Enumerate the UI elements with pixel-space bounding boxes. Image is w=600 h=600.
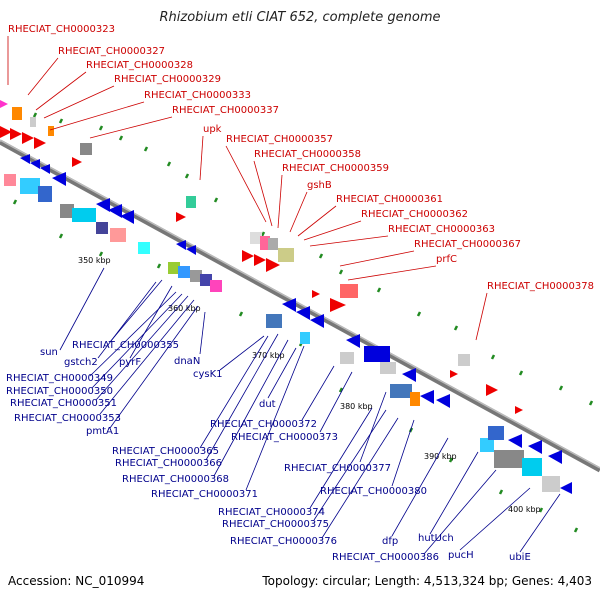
label-rheciat-ch0000358: RHECIAT_CH0000358	[254, 149, 361, 160]
label-sun: sun	[40, 347, 58, 358]
label-hutuch: hutUch	[418, 533, 454, 544]
tick-370: 370 kbp	[252, 351, 285, 360]
forward-genes	[0, 100, 523, 414]
map-title: Rhizobium etli CIAT 652, complete genome	[159, 10, 441, 25]
label-dfp: dfp	[382, 536, 398, 547]
label-dut: dut	[259, 399, 276, 410]
label-rheciat-ch0000350: RHECIAT_CH0000350	[6, 386, 113, 397]
label-rheciat-ch0000327: RHECIAT_CH0000327	[58, 46, 165, 57]
label-rheciat-ch0000368: RHECIAT_CH0000368	[122, 474, 229, 485]
label-rheciat-ch0000355: RHECIAT_CH0000355	[72, 340, 179, 351]
label-rheciat-ch0000378: RHECIAT_CH0000378	[487, 281, 594, 292]
label-rheciat-ch0000328: RHECIAT_CH0000328	[86, 60, 193, 71]
label-rheciat-ch0000367: RHECIAT_CH0000367	[414, 239, 521, 250]
tick-390: 390 kbp	[424, 452, 457, 461]
label-cysk1: cysK1	[193, 369, 223, 380]
label-rheciat-ch0000380: RHECIAT_CH0000380	[320, 486, 427, 497]
label-rheciat-ch0000333: RHECIAT_CH0000333	[144, 90, 251, 101]
label-rheciat-ch0000359: RHECIAT_CH0000359	[282, 163, 389, 174]
label-rheciat-ch0000365: RHECIAT_CH0000365	[112, 446, 219, 457]
label-rheciat-ch0000375: RHECIAT_CH0000375	[222, 519, 329, 530]
tick-400: 400 kbp	[508, 505, 541, 514]
label-upk: upk	[203, 124, 222, 135]
reverse-genes	[4, 154, 572, 494]
label-rheciat-ch0000353: RHECIAT_CH0000353	[14, 413, 121, 424]
scale-ticks: 350 kbp 360 kbp 370 kbp 380 kbp 390 kbp …	[78, 256, 541, 514]
label-dnan: dnaN	[174, 356, 200, 367]
label-rheciat-ch0000323: RHECIAT_CH0000323	[8, 24, 115, 35]
label-rheciat-ch0000371: RHECIAT_CH0000371	[151, 489, 258, 500]
tick-380: 380 kbp	[340, 402, 373, 411]
label-rheciat-ch0000372: RHECIAT_CH0000372	[210, 419, 317, 430]
label-rheciat-ch0000377: RHECIAT_CH0000377	[284, 463, 391, 474]
label-ubie: ubiE	[509, 552, 531, 563]
label-rheciat-ch0000329: RHECIAT_CH0000329	[114, 74, 221, 85]
label-pyrf: pyrF	[119, 357, 141, 368]
label-rheciat-ch0000351: RHECIAT_CH0000351	[10, 398, 117, 409]
label-rheciat-ch0000361: RHECIAT_CH0000361	[336, 194, 443, 205]
label-rheciat-ch0000386: RHECIAT_CH0000386	[332, 552, 439, 563]
tick-350: 350 kbp	[78, 256, 111, 265]
label-rheciat-ch0000374: RHECIAT_CH0000374	[218, 507, 325, 518]
tick-360: 360 kbp	[168, 304, 201, 313]
label-rheciat-ch0000373: RHECIAT_CH0000373	[231, 432, 338, 443]
label-gshb: gshB	[307, 180, 332, 191]
label-gstch2: gstch2	[64, 357, 98, 368]
label-rheciat-ch0000337: RHECIAT_CH0000337	[172, 105, 279, 116]
label-rheciat-ch0000357: RHECIAT_CH0000357	[226, 134, 333, 145]
backbone	[0, 139, 600, 473]
blue-labels: sun gstch2 pyrF RHECIAT_CH0000355 RHECIA…	[6, 267, 561, 563]
label-puch: pucH	[448, 550, 474, 561]
red-labels: RHECIAT_CH0000323 RHECIAT_CH0000327 RHEC…	[7, 24, 594, 341]
label-rheciat-ch0000363: RHECIAT_CH0000363	[388, 224, 495, 235]
label-rheciat-ch0000366: RHECIAT_CH0000366	[115, 458, 222, 469]
label-rheciat-ch0000349: RHECIAT_CH0000349	[6, 373, 113, 384]
label-rheciat-ch0000362: RHECIAT_CH0000362	[361, 209, 468, 220]
label-rheciat-ch0000376: RHECIAT_CH0000376	[230, 536, 337, 547]
label-prfc: prfC	[436, 254, 457, 265]
label-pmta1: pmtA1	[86, 426, 119, 437]
topology-text: Topology: circular; Length: 4,513,324 bp…	[262, 574, 592, 588]
accession-text: Accession: NC_010994	[8, 574, 145, 588]
